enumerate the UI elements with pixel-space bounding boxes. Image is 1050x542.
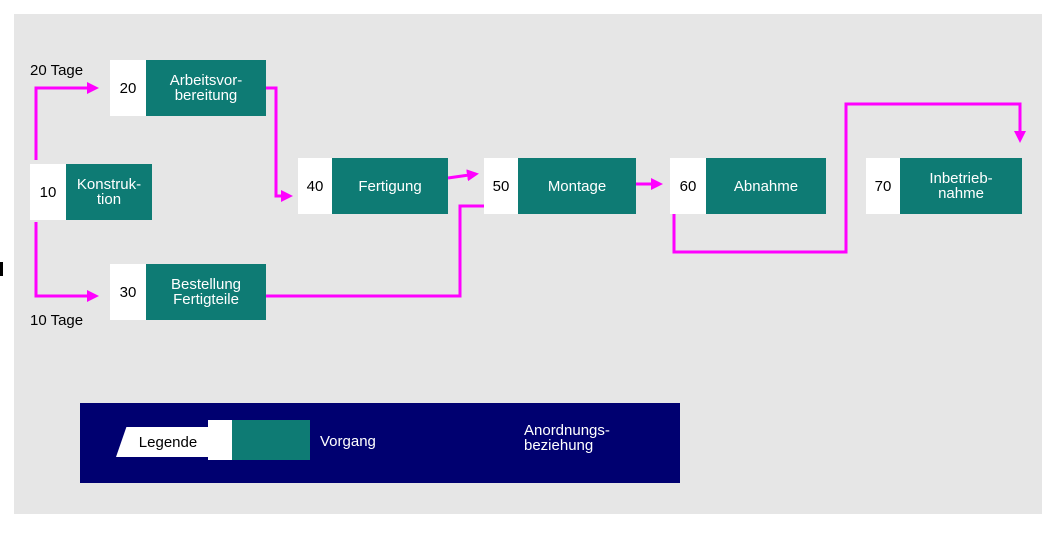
node-label: Abnahme [706, 158, 826, 214]
node-30: 30 Bestellung Fertigteile [110, 264, 266, 320]
node-label: Montage [518, 158, 636, 214]
node-40: 40 Fertigung [298, 158, 448, 214]
edge-tick [0, 262, 3, 276]
node-number: 70 [866, 158, 900, 214]
legend-activity-label: Vorgang [320, 433, 376, 450]
node-number: 10 [30, 164, 66, 220]
node-10: 10 Konstruk- tion [30, 164, 152, 220]
node-number: 30 [110, 264, 146, 320]
arrow-60-70 [672, 102, 1026, 254]
node-20: 20 Arbeitsvor- bereitung [110, 60, 266, 116]
node-70: 70 Inbetrieb- nahme [866, 158, 1022, 214]
node-number: 40 [298, 158, 332, 214]
duration-bottom-label: 10 Tage [30, 312, 84, 329]
legend: Legende Vorgang Anordnungs- beziehung [80, 403, 680, 483]
legend-title: Legende [116, 427, 220, 457]
node-number: 60 [670, 158, 706, 214]
duration-top-label: 20 Tage [30, 62, 84, 79]
node-label: Arbeitsvor- bereitung [146, 60, 266, 116]
node-50: 50 Montage [484, 158, 636, 214]
legend-activity-swatch-number [208, 420, 232, 460]
node-label: Inbetrieb- nahme [900, 158, 1022, 214]
arrow-10-30 [34, 222, 99, 302]
node-label: Konstruk- tion [66, 164, 152, 220]
node-label: Bestellung Fertigteile [146, 264, 266, 320]
node-number: 50 [484, 158, 518, 214]
arrow-20-40 [266, 86, 293, 202]
node-60: 60 Abnahme [670, 158, 826, 214]
node-number: 20 [110, 60, 146, 116]
arrow-30-50 [266, 204, 486, 298]
arrow-40-50 [447, 169, 479, 182]
node-label: Fertigung [332, 158, 448, 214]
legend-activity-swatch-label [232, 420, 310, 460]
arrow-10-20 [34, 82, 99, 160]
legend-relation-label: Anordnungs- beziehung [524, 422, 610, 454]
